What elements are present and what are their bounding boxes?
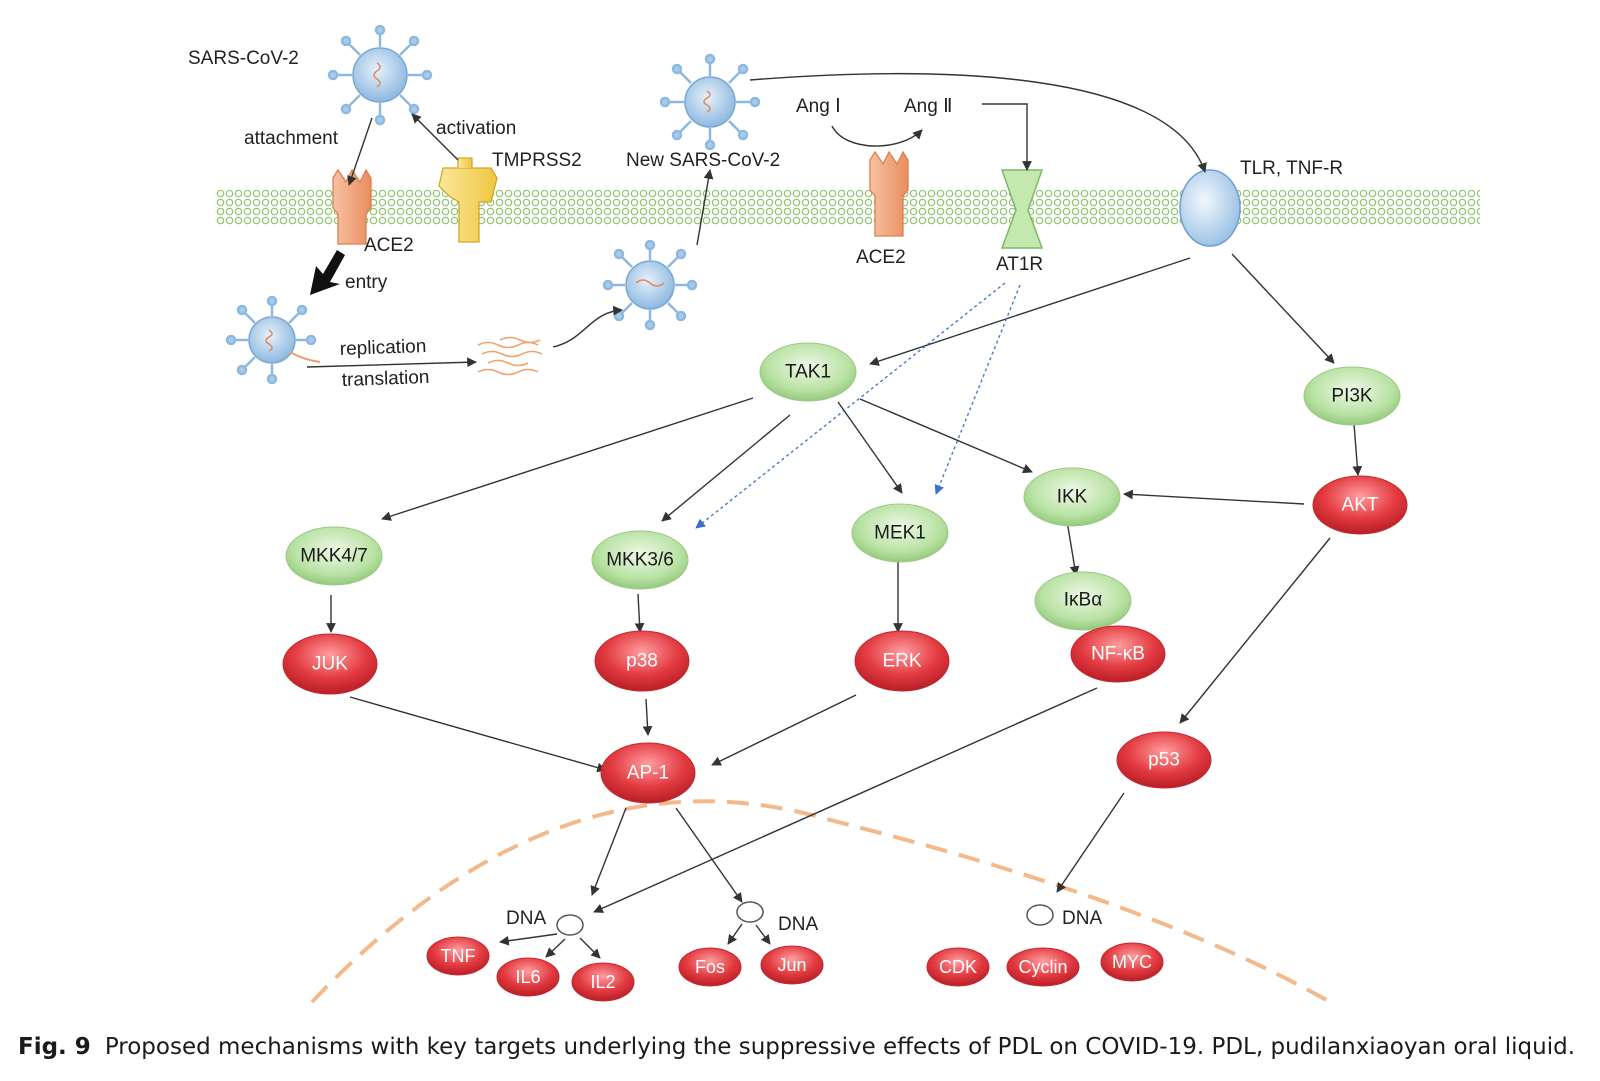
- at1r-receptor-icon: [1000, 169, 1044, 249]
- tak1-node: TAK1: [759, 342, 857, 402]
- assembling-virus-icon: [602, 239, 698, 331]
- tlr-tnfr-receptor-icon: [1179, 169, 1241, 247]
- svg-text:IL2: IL2: [590, 972, 615, 992]
- tmprss2-enzyme-icon: [438, 157, 498, 243]
- ace2-left-label: ACE2: [364, 235, 414, 256]
- entry-label: entry: [345, 272, 388, 293]
- svg-text:TAK1: TAK1: [785, 362, 831, 383]
- ang1-label: Ang Ⅰ: [796, 96, 841, 117]
- svg-text:AKT: AKT: [1342, 495, 1379, 516]
- caption-text: Proposed mechanisms with key targets und…: [104, 1034, 1576, 1060]
- dna-icon: [556, 901, 1054, 936]
- svg-text:p38: p38: [626, 651, 658, 672]
- svg-text:MYC: MYC: [1112, 952, 1152, 972]
- figure-number: Fig. 9: [18, 1034, 91, 1060]
- gene-cyclin: Cyclin: [1006, 947, 1080, 987]
- svg-text:MKK4/7: MKK4/7: [300, 546, 368, 567]
- mek1-node: MEK1: [851, 503, 949, 563]
- nfkb-node: NF-κB: [1070, 625, 1166, 683]
- ikk-node: IKK: [1023, 467, 1121, 527]
- connector-arrows: [306, 73, 1363, 959]
- svg-text:Fos: Fos: [695, 957, 725, 977]
- virus-icon: [327, 24, 433, 126]
- gene-il6: IL6: [496, 957, 560, 997]
- tlr-tnfr-label: TLR, TNF-R: [1240, 158, 1343, 179]
- svg-text:PI3K: PI3K: [1331, 386, 1373, 407]
- pi3k-node: PI3K: [1303, 366, 1401, 426]
- activation-label: activation: [436, 118, 516, 139]
- ap1-node: AP-1: [600, 742, 696, 804]
- dna-label-1: DNA: [506, 908, 546, 929]
- mkk47-node: MKK4/7: [285, 526, 383, 586]
- svg-text:CDK: CDK: [939, 957, 977, 977]
- attachment-label: attachment: [244, 128, 339, 149]
- dashed-connector-arrows: [695, 282, 1021, 529]
- svg-text:IKK: IKK: [1057, 487, 1088, 508]
- svg-text:Jun: Jun: [777, 955, 806, 975]
- ace2-receptor-right-icon: [869, 150, 909, 237]
- gene-myc: MYC: [1100, 942, 1164, 982]
- tmprss2-label: TMPRSS2: [492, 150, 582, 171]
- replication-label: replication: [339, 336, 426, 360]
- internalized-virus-icon: [225, 295, 321, 385]
- svg-text:IL6: IL6: [515, 967, 540, 987]
- svg-text:MKK3/6: MKK3/6: [606, 550, 674, 571]
- gene-jun: Jun: [760, 945, 824, 985]
- svg-text:AP-1: AP-1: [627, 763, 669, 784]
- akt-node: AKT: [1312, 475, 1408, 535]
- entry-arrow-icon: [310, 250, 345, 295]
- gene-cdk: CDK: [926, 947, 990, 987]
- new-virus-icon: [659, 53, 761, 151]
- p38-node: p38: [594, 630, 690, 692]
- svg-text:NF-κB: NF-κB: [1091, 644, 1145, 665]
- cell-membrane: [215, 190, 1480, 226]
- gene-fos: Fos: [678, 947, 742, 987]
- dna-label-2: DNA: [778, 914, 818, 935]
- gene-tnf: TNF: [426, 936, 490, 976]
- svg-text:JUK: JUK: [312, 654, 348, 675]
- ikba-node: IκBα: [1034, 571, 1132, 631]
- svg-text:ERK: ERK: [882, 651, 921, 672]
- nuclear-envelope: [310, 799, 1331, 1004]
- gene-il2: IL2: [571, 962, 635, 1002]
- juk-node: JUK: [282, 633, 378, 695]
- sars-cov2-label: SARS-CoV-2: [188, 48, 299, 69]
- ace2-right-label: ACE2: [856, 247, 906, 268]
- rna-strands-icon: [477, 336, 543, 376]
- svg-text:TNF: TNF: [441, 946, 476, 966]
- svg-text:Cyclin: Cyclin: [1018, 957, 1067, 977]
- ang2-label: Ang Ⅱ: [904, 96, 952, 117]
- figure-caption: Fig. 9 Proposed mechanisms with key targe…: [18, 1034, 1588, 1060]
- ace2-receptor-left-icon: [332, 168, 372, 245]
- new-sars-cov2-label: New SARS-CoV-2: [626, 150, 780, 171]
- svg-text:p53: p53: [1148, 750, 1180, 771]
- mkk36-node: MKK3/6: [591, 530, 689, 590]
- svg-text:IκBα: IκBα: [1064, 590, 1102, 611]
- p53-node: p53: [1116, 731, 1212, 789]
- translation-label: translation: [341, 367, 429, 391]
- dna-label-3: DNA: [1062, 908, 1102, 929]
- erk-node: ERK: [854, 630, 950, 692]
- at1r-label: AT1R: [996, 254, 1043, 275]
- svg-text:MEK1: MEK1: [874, 523, 926, 544]
